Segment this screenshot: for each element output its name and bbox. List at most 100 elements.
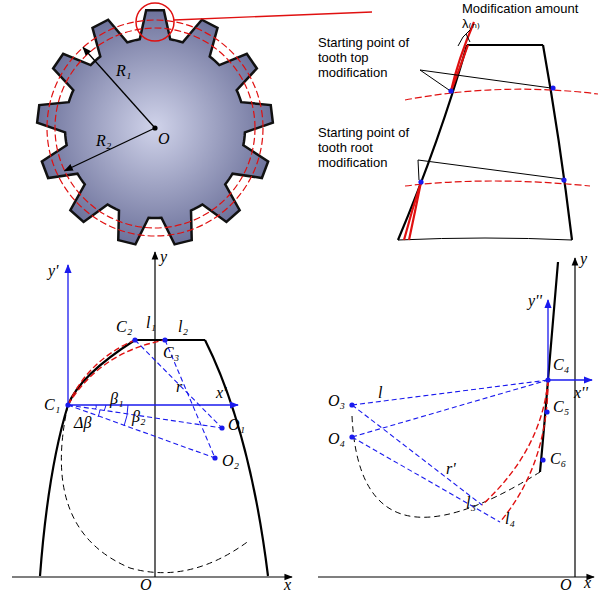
point-dot	[550, 85, 555, 90]
symbol-label: β₁	[110, 390, 124, 408]
y-axis	[574, 258, 575, 577]
radius-line	[68, 405, 215, 458]
symbol-label: r'	[446, 460, 456, 478]
modification-circle	[55, 28, 255, 228]
annotation-text: Modification amount λ₍ₙ₎	[462, 2, 590, 32]
symbol-label: O	[158, 130, 170, 148]
point-dot	[418, 179, 423, 184]
radius-line	[135, 340, 222, 428]
modification-circle	[47, 20, 263, 236]
radius-line	[352, 405, 482, 505]
symbol-label: C₂	[116, 318, 132, 336]
radius-line	[352, 437, 500, 522]
angle-arc	[124, 405, 128, 426]
tooth-flank	[40, 340, 135, 576]
symbol-label: x	[584, 574, 591, 592]
point-dot	[152, 125, 157, 130]
symbol-label: C₆	[550, 450, 566, 468]
y-axis	[154, 252, 155, 577]
local-y-axis	[547, 300, 548, 380]
symbol-label: l	[378, 384, 382, 402]
point-dot	[544, 409, 549, 414]
symbol-label: y''	[528, 292, 542, 310]
symbol-label: y	[160, 248, 167, 266]
modified-curve	[68, 340, 135, 405]
symbol-label: y'	[48, 262, 59, 280]
modified-profile	[404, 182, 421, 240]
symbol-label: O₄	[328, 430, 345, 448]
point-dot	[212, 455, 217, 460]
tooth-flank	[543, 45, 572, 240]
symbol-label: O₃	[328, 392, 345, 410]
symbol-label: l₁	[146, 314, 156, 332]
amount-arrow	[458, 30, 470, 46]
tooth-top	[135, 339, 205, 341]
point-dot	[349, 402, 354, 407]
modified-profile	[409, 182, 421, 240]
zoom-leader	[174, 12, 372, 20]
symbol-label: x	[284, 576, 291, 594]
tooth-flank	[398, 45, 467, 240]
symbol-label: R₂	[96, 132, 111, 150]
symbol-label: Δβ	[74, 414, 91, 432]
point-dot	[448, 88, 453, 93]
modified-profile	[451, 22, 474, 91]
x-axis	[12, 576, 292, 577]
symbol-label: l₄	[505, 510, 515, 528]
point-dot	[561, 177, 566, 182]
gear-body	[37, 10, 273, 244]
tooth-base	[398, 238, 572, 240]
leader-line	[420, 70, 551, 88]
point-dot	[349, 434, 354, 439]
point-dot	[132, 337, 137, 342]
radius-line	[65, 128, 155, 171]
top-mod-arc	[405, 89, 598, 100]
annotation-text: Starting point of tooth root modificatio…	[318, 126, 418, 171]
point-dot	[65, 402, 70, 407]
radius-line	[83, 47, 155, 128]
symbol-label: O₁	[228, 416, 245, 434]
symbol-label: C₁	[44, 396, 60, 414]
modified-profile	[451, 45, 468, 91]
symbol-label: C₄	[553, 356, 569, 374]
point-dot	[219, 425, 224, 430]
symbol-label: x'	[216, 384, 227, 402]
symbol-label: C₃	[163, 344, 179, 362]
modified-curve	[500, 380, 548, 522]
base-arc	[352, 416, 540, 517]
angle-arc	[95, 405, 96, 409]
symbol-label: R₁	[116, 62, 131, 80]
symbol-label: l₃	[466, 494, 476, 512]
symbol-label: x''	[574, 384, 588, 402]
symbol-label: O₂	[222, 452, 239, 470]
leader-line	[466, 34, 470, 42]
symbol-label: β₂	[132, 408, 146, 426]
local-x-axis	[68, 404, 238, 405]
point-dot	[545, 377, 550, 382]
angle-arc	[98, 410, 100, 417]
x-axis	[318, 576, 594, 577]
base-arc	[61, 405, 250, 573]
leader-line	[418, 160, 419, 180]
zoom-circle	[136, 3, 174, 41]
symbol-label: O	[140, 576, 152, 594]
local-y-axis	[67, 265, 68, 405]
annotation-text: Starting point of tooth top modification	[318, 36, 418, 81]
symbol-label: r	[176, 378, 182, 396]
radius-line	[352, 380, 548, 405]
local-x-axis	[548, 379, 592, 380]
point-dot	[162, 337, 167, 342]
modified-curve	[482, 380, 548, 505]
point-dot	[540, 457, 545, 462]
tooth-top	[467, 44, 543, 46]
symbol-label: C₅	[553, 398, 569, 416]
symbol-label: y	[580, 250, 587, 268]
symbol-label: l₂	[178, 318, 188, 336]
leader-line	[418, 160, 562, 179]
tooth-flank	[205, 340, 268, 576]
symbol-label: O	[560, 576, 572, 594]
angle-arc	[104, 405, 106, 411]
radius-line	[352, 380, 548, 437]
